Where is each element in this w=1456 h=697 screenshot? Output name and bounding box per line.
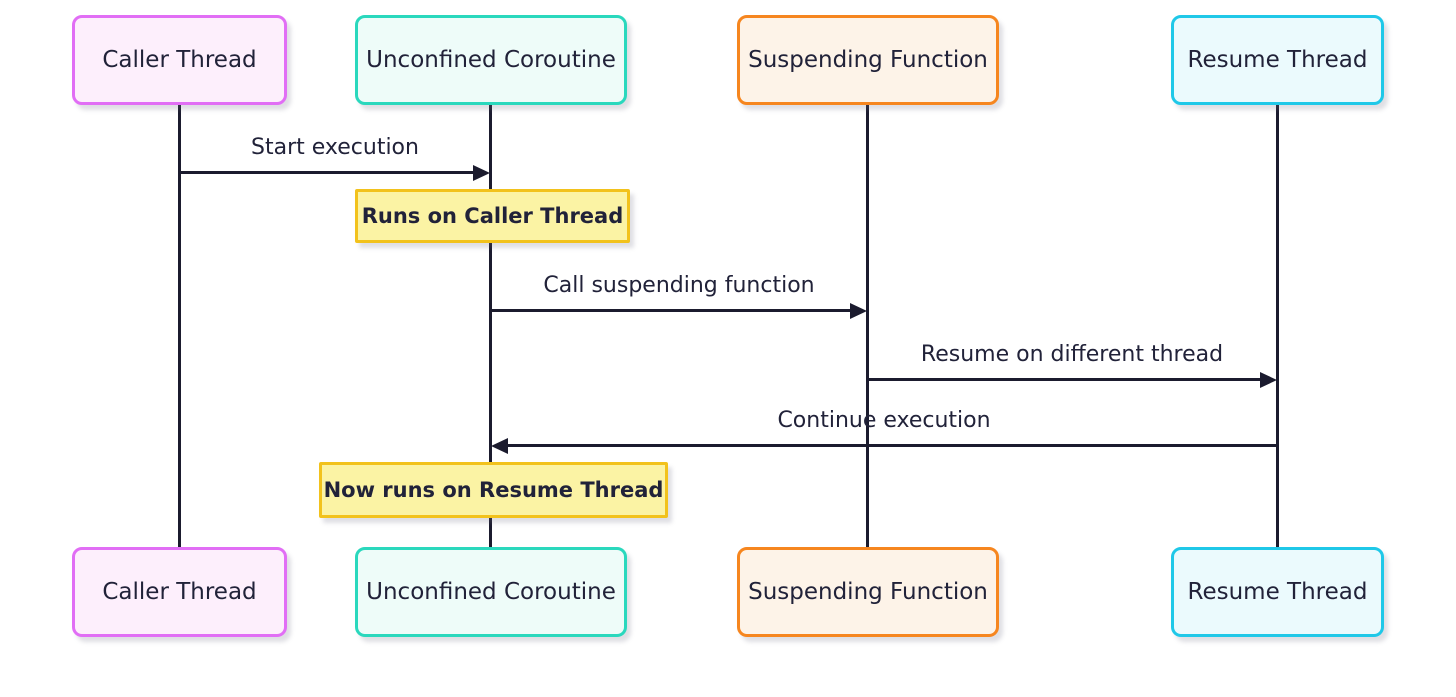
message-label-resume-on-different-thread: Resume on different thread xyxy=(920,342,1224,367)
actor-box-caller-thread-bottom: Caller Thread xyxy=(72,547,287,637)
actor-box-unconfined-coroutine-top: Unconfined Coroutine xyxy=(355,15,627,105)
arrowhead-right-icon xyxy=(473,165,490,181)
message-arrow-continue-execution xyxy=(508,444,1277,447)
actor-label: Resume Thread xyxy=(1187,47,1368,73)
arrowhead-right-icon xyxy=(1260,372,1277,388)
actor-label: Unconfined Coroutine xyxy=(366,579,616,605)
actor-box-suspending-function-bottom: Suspending Function xyxy=(737,547,999,637)
lifeline-caller-thread xyxy=(178,105,181,547)
actor-label: Unconfined Coroutine xyxy=(366,47,616,73)
note-label: Runs on Caller Thread xyxy=(361,204,624,228)
arrowhead-right-icon xyxy=(850,303,867,319)
lifeline-unconfined-coroutine xyxy=(489,105,492,547)
actor-label: Caller Thread xyxy=(102,579,257,605)
message-arrow-call-suspending-function xyxy=(491,309,850,312)
note-now-runs-on-resume-thread: Now runs on Resume Thread xyxy=(319,462,668,518)
actor-box-unconfined-coroutine-bottom: Unconfined Coroutine xyxy=(355,547,627,637)
note-label: Now runs on Resume Thread xyxy=(323,478,664,502)
actor-box-resume-thread-bottom: Resume Thread xyxy=(1171,547,1384,637)
actor-box-caller-thread-top: Caller Thread xyxy=(72,15,287,105)
lifeline-suspending-function xyxy=(866,105,869,547)
arrowhead-left-icon xyxy=(491,438,508,454)
message-label-start-execution: Start execution xyxy=(251,135,419,160)
actor-box-suspending-function-top: Suspending Function xyxy=(737,15,999,105)
actor-label: Caller Thread xyxy=(102,47,257,73)
actor-label: Suspending Function xyxy=(748,47,988,73)
message-arrow-resume-on-different-thread xyxy=(868,378,1261,381)
message-label-call-suspending-function: Call suspending function xyxy=(543,273,815,298)
actor-label: Resume Thread xyxy=(1187,579,1368,605)
actor-label: Suspending Function xyxy=(748,579,988,605)
actor-box-resume-thread-top: Resume Thread xyxy=(1171,15,1384,105)
note-runs-on-caller-thread: Runs on Caller Thread xyxy=(355,189,630,243)
message-arrow-start-execution xyxy=(179,171,473,174)
lifeline-resume-thread xyxy=(1276,105,1279,547)
message-label-continue-execution: Continue execution xyxy=(777,408,991,433)
